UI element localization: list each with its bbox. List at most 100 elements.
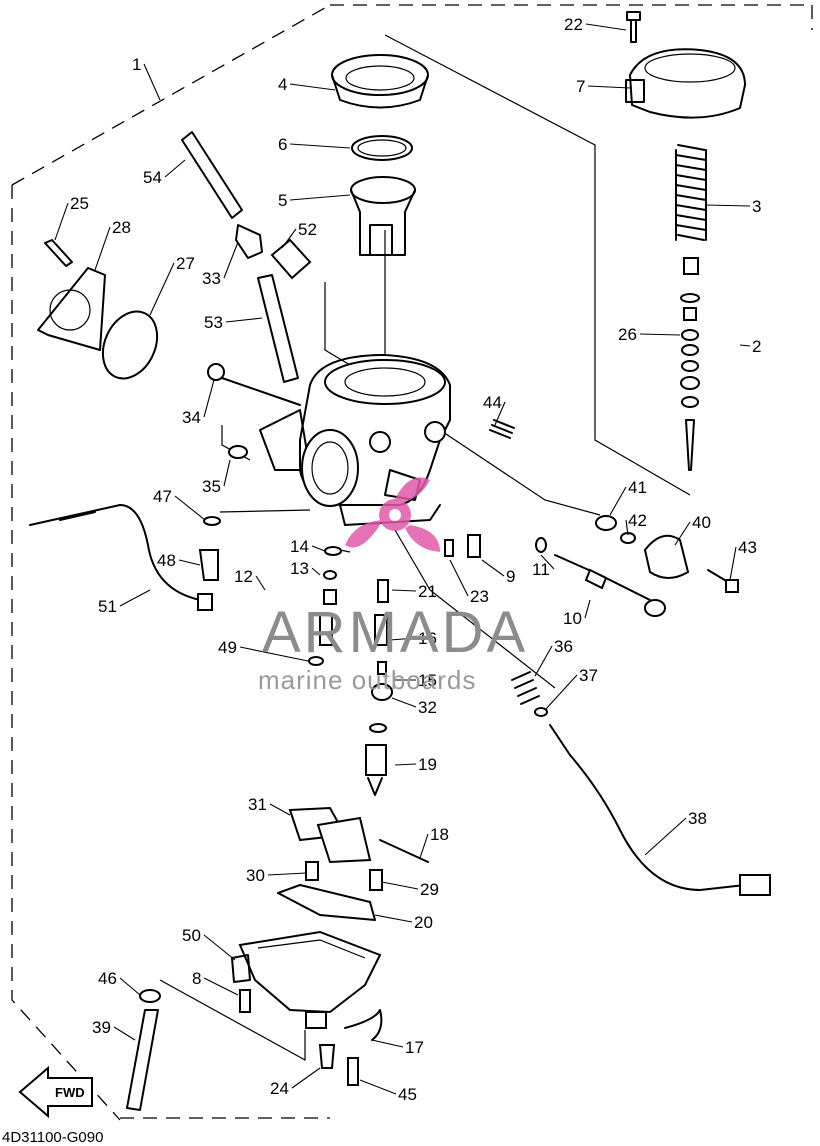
spring-3 [675,144,707,241]
callout-45: 45 [359,1079,417,1104]
callout-number: 41 [628,478,647,497]
screw-45 [347,1057,359,1086]
hose-53 [257,274,299,383]
callout-15: 15 [395,671,437,690]
gasket-27 [101,310,159,380]
leader-line [223,241,239,279]
callout-number: 20 [414,913,433,932]
leader-line [149,262,175,316]
cover-40 [643,534,690,579]
leader-line [585,23,627,31]
callout-54: 54 [143,159,186,187]
callout-30: 30 [246,866,307,885]
callout-38: 38 [644,809,707,856]
callout-35: 35 [202,459,231,496]
callout-number: 40 [692,513,711,532]
callout-number: 4 [278,75,287,94]
leader-line [289,194,351,201]
leader-line [419,833,429,859]
piston-valve-5 [350,176,416,256]
leader-line [374,914,413,923]
drawing-code: 4D31100-G090 [2,1129,103,1146]
callout-1: 1 [132,55,161,101]
callout-number: 45 [398,1085,417,1104]
callout-16: 16 [389,629,437,648]
leader-line [113,1026,136,1041]
callout-42: 42 [625,511,647,536]
pin-18 [379,839,429,863]
callout-number: 15 [418,671,437,690]
callout-number: 28 [112,218,131,237]
callout-number: 33 [202,269,221,288]
callout-26: 26 [618,325,681,344]
callout-53: 53 [204,313,263,332]
callout-number: 35 [202,477,221,496]
callout-23: 23 [449,559,489,606]
leader-line [359,1079,397,1095]
leader-line [223,459,231,487]
float-31 [288,806,372,864]
plug-35 [228,445,248,459]
carburetor-body [259,354,451,507]
leader-line [540,554,555,570]
jet-parts-center [371,579,393,701]
callout-43: 43 [729,538,757,581]
leader-line [119,589,151,607]
callout-19: 19 [394,755,437,774]
leader-line [289,83,336,91]
callout-number: 16 [418,629,437,648]
callout-9: 9 [481,559,515,586]
callout-14: 14 [290,537,326,556]
callout-29: 29 [381,880,439,899]
screw-30 [305,861,319,881]
callout-32: 32 [391,697,437,717]
leader-line [54,202,69,241]
leader-line [544,674,578,711]
callout-number: 53 [204,313,223,332]
callout-31: 31 [248,795,291,816]
callout-number: 30 [246,866,265,885]
callout-13: 13 [290,559,321,578]
washer-47 [203,516,221,526]
leader-line [625,519,629,536]
callout-51: 51 [98,589,151,616]
callout-25: 25 [54,194,89,241]
callout-33: 33 [202,241,239,288]
callout-number: 1 [132,55,141,74]
callout-number: 10 [563,609,582,628]
clip-46 [139,989,161,1003]
armada-logo [345,477,440,552]
callout-number: 17 [405,1038,424,1057]
callout-number: 32 [418,698,437,717]
leader-line [381,881,419,890]
screw-34 [207,363,301,406]
fwd-label: FWD [55,1085,85,1100]
leader-line [584,599,591,619]
leader-line [449,559,469,597]
callout-18: 18 [419,825,449,859]
leader-line [739,344,751,347]
callout-46: 46 [98,969,141,996]
callout-number: 31 [248,795,267,814]
leader-line [281,228,297,249]
leader-line [704,204,751,207]
leader-line [587,85,631,89]
callout-10: 10 [563,599,591,628]
callout-number: 46 [98,969,117,988]
callout-number: 47 [153,487,172,506]
callout-40: 40 [674,513,711,546]
callout-number: 21 [418,582,437,601]
washer-41 [595,515,617,531]
callout-number: 27 [176,254,195,273]
callout-number: 44 [483,393,502,412]
callout-24: 24 [270,1067,321,1098]
callout-number: 14 [290,537,309,556]
screw-24 [318,1044,336,1069]
callout-34: 34 [182,379,215,427]
leader-line [534,645,553,677]
callout-number: 26 [618,325,637,344]
diaphragm-4 [331,54,429,109]
wire-51 [29,504,213,611]
leader-line [311,545,326,552]
spring-44 [489,419,515,439]
